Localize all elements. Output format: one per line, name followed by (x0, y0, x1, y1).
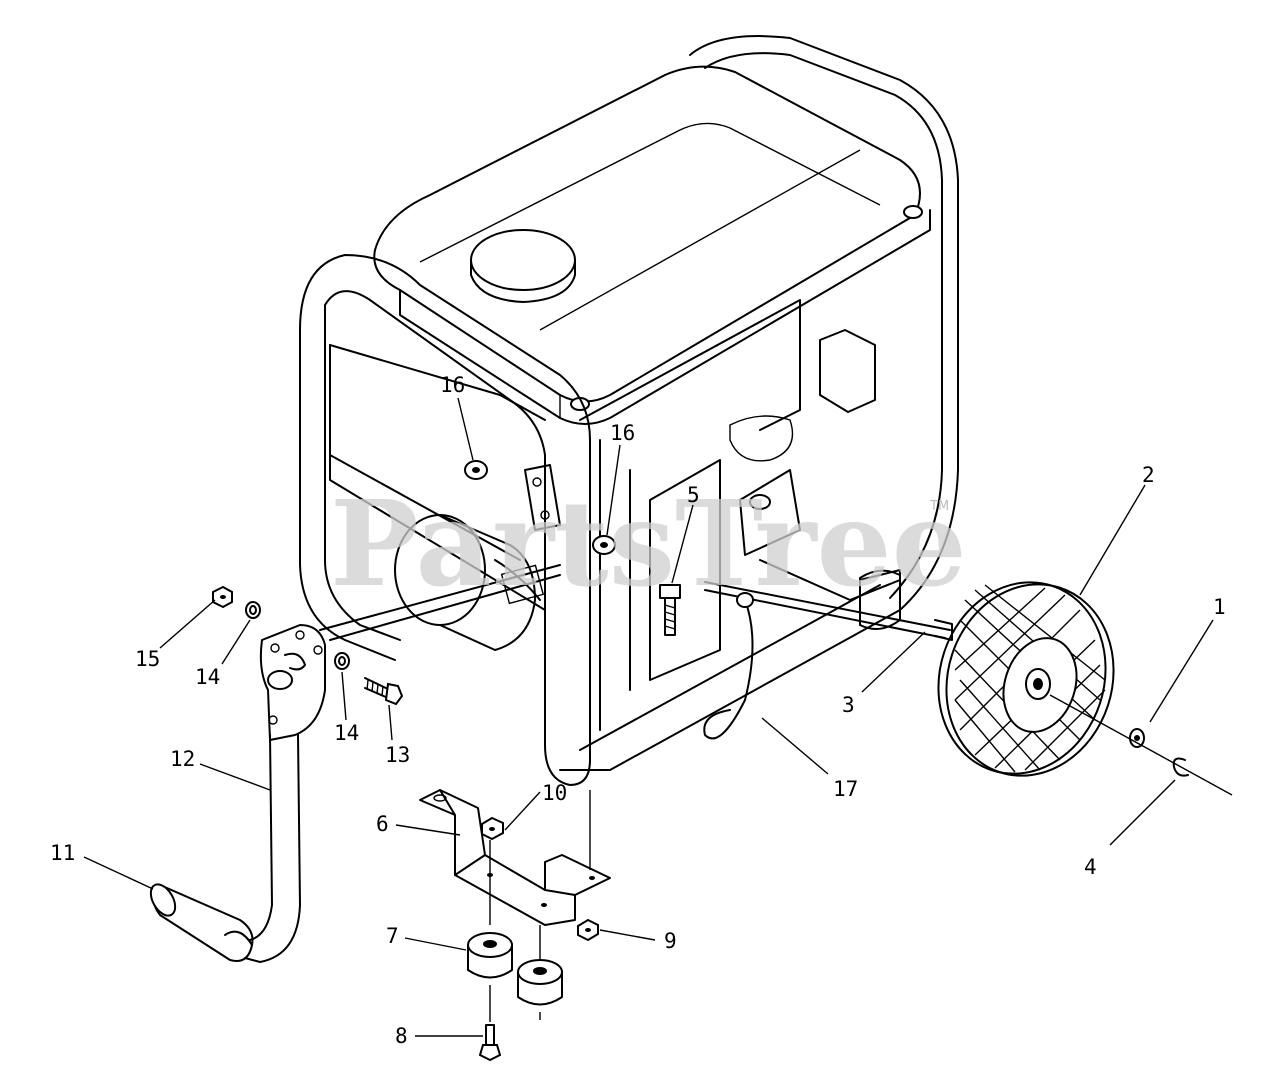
part-label-11: 11 (50, 841, 75, 865)
washer-14-left (245, 601, 261, 619)
fuel-cap (470, 229, 576, 303)
part-label-14-right: 14 (334, 721, 359, 745)
handle-bracket (259, 624, 326, 741)
wheel-axis-line (1049, 694, 1233, 796)
part-label-2: 2 (1142, 463, 1155, 487)
part-label-6: 6 (376, 812, 389, 836)
part-label-4: 4 (1084, 855, 1097, 879)
part-label-14-left: 14 (195, 665, 220, 689)
frame-front-loop (299, 254, 901, 786)
frame-rear-loop (689, 35, 959, 611)
part-number-labels: 1 2 3 4 5 6 7 8 9 10 11 12 13 14 14 15 1… (50, 373, 1226, 1048)
part-label-3: 3 (842, 693, 855, 717)
bolt-8 (478, 985, 502, 1062)
alternator (394, 514, 545, 651)
wheel-2 (937, 581, 1115, 777)
clip-4 (1172, 757, 1189, 777)
watermark-text: PartsTree (330, 474, 967, 613)
bolt-13 (364, 677, 404, 706)
mounting-bracket (524, 464, 561, 531)
part-label-12: 12 (170, 747, 195, 771)
part-label-16-left: 16 (440, 373, 465, 397)
lanyard-17 (703, 592, 754, 740)
part-label-17: 17 (833, 777, 858, 801)
part-label-15: 15 (135, 647, 160, 671)
rubber-mount-second (517, 959, 563, 1006)
bolt-5 (659, 584, 681, 636)
watermark: PartsTree TM (330, 474, 967, 613)
part-label-7: 7 (386, 924, 399, 948)
part-label-8: 8 (395, 1024, 408, 1048)
washer-1 (1129, 728, 1145, 748)
nut-10 (481, 816, 504, 841)
part-label-1: 1 (1213, 595, 1226, 619)
part-label-5: 5 (687, 483, 700, 507)
nut-9 (577, 918, 599, 942)
washer-16-left (464, 460, 488, 480)
part-label-13: 13 (385, 743, 410, 767)
nut-15 (212, 585, 233, 609)
fuel-tank (373, 65, 931, 425)
foot-bracket-6 (419, 789, 611, 926)
engine-block (329, 299, 901, 731)
washer-14-right (334, 652, 350, 670)
leader-lines (83, 397, 1214, 1037)
handle-tube-12 (244, 715, 301, 963)
watermark-trademark: TM (929, 499, 949, 514)
part-label-10: 10 (542, 781, 567, 805)
part-label-9: 9 (664, 929, 677, 953)
washer-16-right (592, 535, 616, 555)
rubber-mount-7 (467, 932, 513, 979)
grip-11 (149, 883, 254, 962)
part-label-16-right: 16 (610, 421, 635, 445)
